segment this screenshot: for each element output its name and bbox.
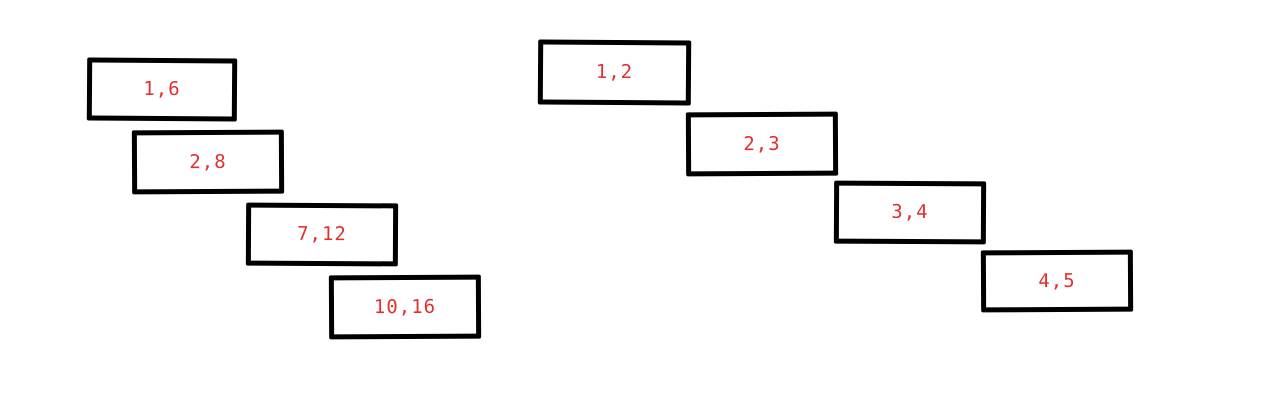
interval-label: 3,4 xyxy=(891,200,929,224)
interval-box: 10,16 xyxy=(328,274,482,340)
interval-label: 2,8 xyxy=(189,150,227,173)
interval-box: 2,3 xyxy=(685,111,839,177)
interval-box: 3,4 xyxy=(833,180,987,245)
interval-label: 10,16 xyxy=(373,295,437,318)
interval-box: 2,8 xyxy=(131,129,285,195)
interval-box: 4,5 xyxy=(980,249,1134,313)
interval-box: 1,2 xyxy=(537,39,692,106)
interval-label: 7,12 xyxy=(297,222,347,246)
interval-label: 1,2 xyxy=(595,60,634,84)
interval-box: 1,6 xyxy=(86,57,238,122)
interval-label: 2,3 xyxy=(743,132,781,155)
interval-label: 1,6 xyxy=(143,77,181,101)
interval-label: 4,5 xyxy=(1038,269,1076,292)
interval-box: 7,12 xyxy=(245,202,399,267)
